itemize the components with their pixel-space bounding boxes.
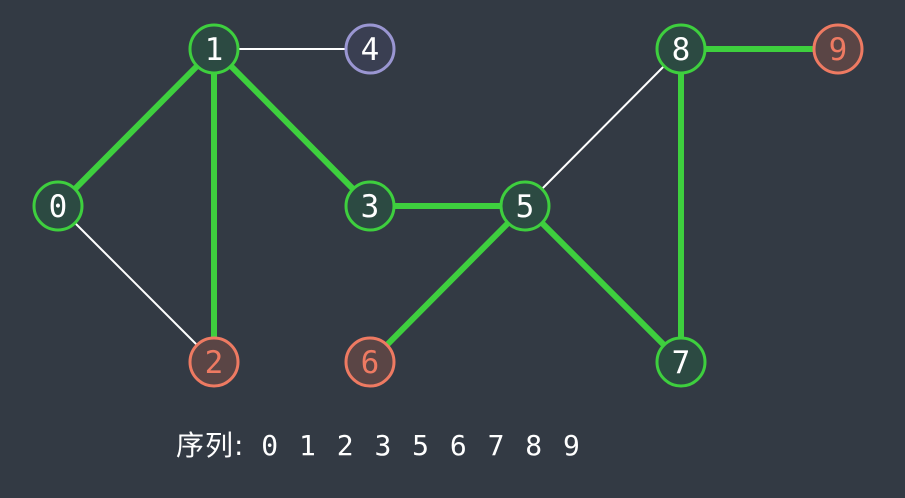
node-2-label: 2 bbox=[205, 345, 224, 381]
nodes-layer: 0 1 2 3 4 5 6 7 8 9 bbox=[32, 23, 864, 388]
node-9-circle bbox=[812, 23, 864, 75]
edge-1-3 bbox=[211, 46, 373, 209]
edge-5-8 bbox=[524, 48, 682, 207]
edge-0-1 bbox=[55, 46, 217, 209]
node-7-label: 7 bbox=[672, 345, 691, 381]
node-6-label: 6 bbox=[361, 345, 380, 381]
sequence-label: 序列: bbox=[176, 429, 245, 462]
node-5-circle bbox=[499, 180, 551, 232]
node-7: 7 bbox=[655, 336, 707, 388]
edge-0-2 bbox=[57, 205, 215, 363]
node-2: 2 bbox=[188, 336, 240, 388]
node-6-circle bbox=[344, 336, 396, 388]
node-9: 9 bbox=[812, 23, 864, 75]
node-4-circle bbox=[344, 23, 396, 75]
node-1-circle bbox=[188, 23, 240, 75]
node-5-label: 5 bbox=[516, 189, 535, 225]
edge-5-7 bbox=[522, 203, 684, 365]
node-0: 0 bbox=[32, 180, 84, 232]
node-1-label: 1 bbox=[205, 32, 224, 68]
sequence-items: 0 1 2 3 5 6 7 8 9 bbox=[261, 429, 582, 462]
node-0-label: 0 bbox=[49, 189, 68, 225]
traversal-sequence: 序列: 0 1 2 3 5 6 7 8 9 bbox=[176, 424, 582, 468]
edge-5-6 bbox=[367, 203, 528, 365]
edges-layer bbox=[55, 46, 838, 365]
node-4-label: 4 bbox=[361, 32, 380, 68]
node-7-circle bbox=[655, 336, 707, 388]
node-8: 8 bbox=[655, 23, 707, 75]
node-2-circle bbox=[188, 336, 240, 388]
node-5: 5 bbox=[499, 180, 551, 232]
node-8-circle bbox=[655, 23, 707, 75]
node-3-circle bbox=[344, 180, 396, 232]
node-0-circle bbox=[32, 180, 84, 232]
node-3: 3 bbox=[344, 180, 396, 232]
node-4: 4 bbox=[344, 23, 396, 75]
node-1: 1 bbox=[188, 23, 240, 75]
node-9-label: 9 bbox=[829, 32, 848, 68]
node-6: 6 bbox=[344, 336, 396, 388]
node-3-label: 3 bbox=[361, 189, 380, 225]
node-8-label: 8 bbox=[672, 32, 691, 68]
